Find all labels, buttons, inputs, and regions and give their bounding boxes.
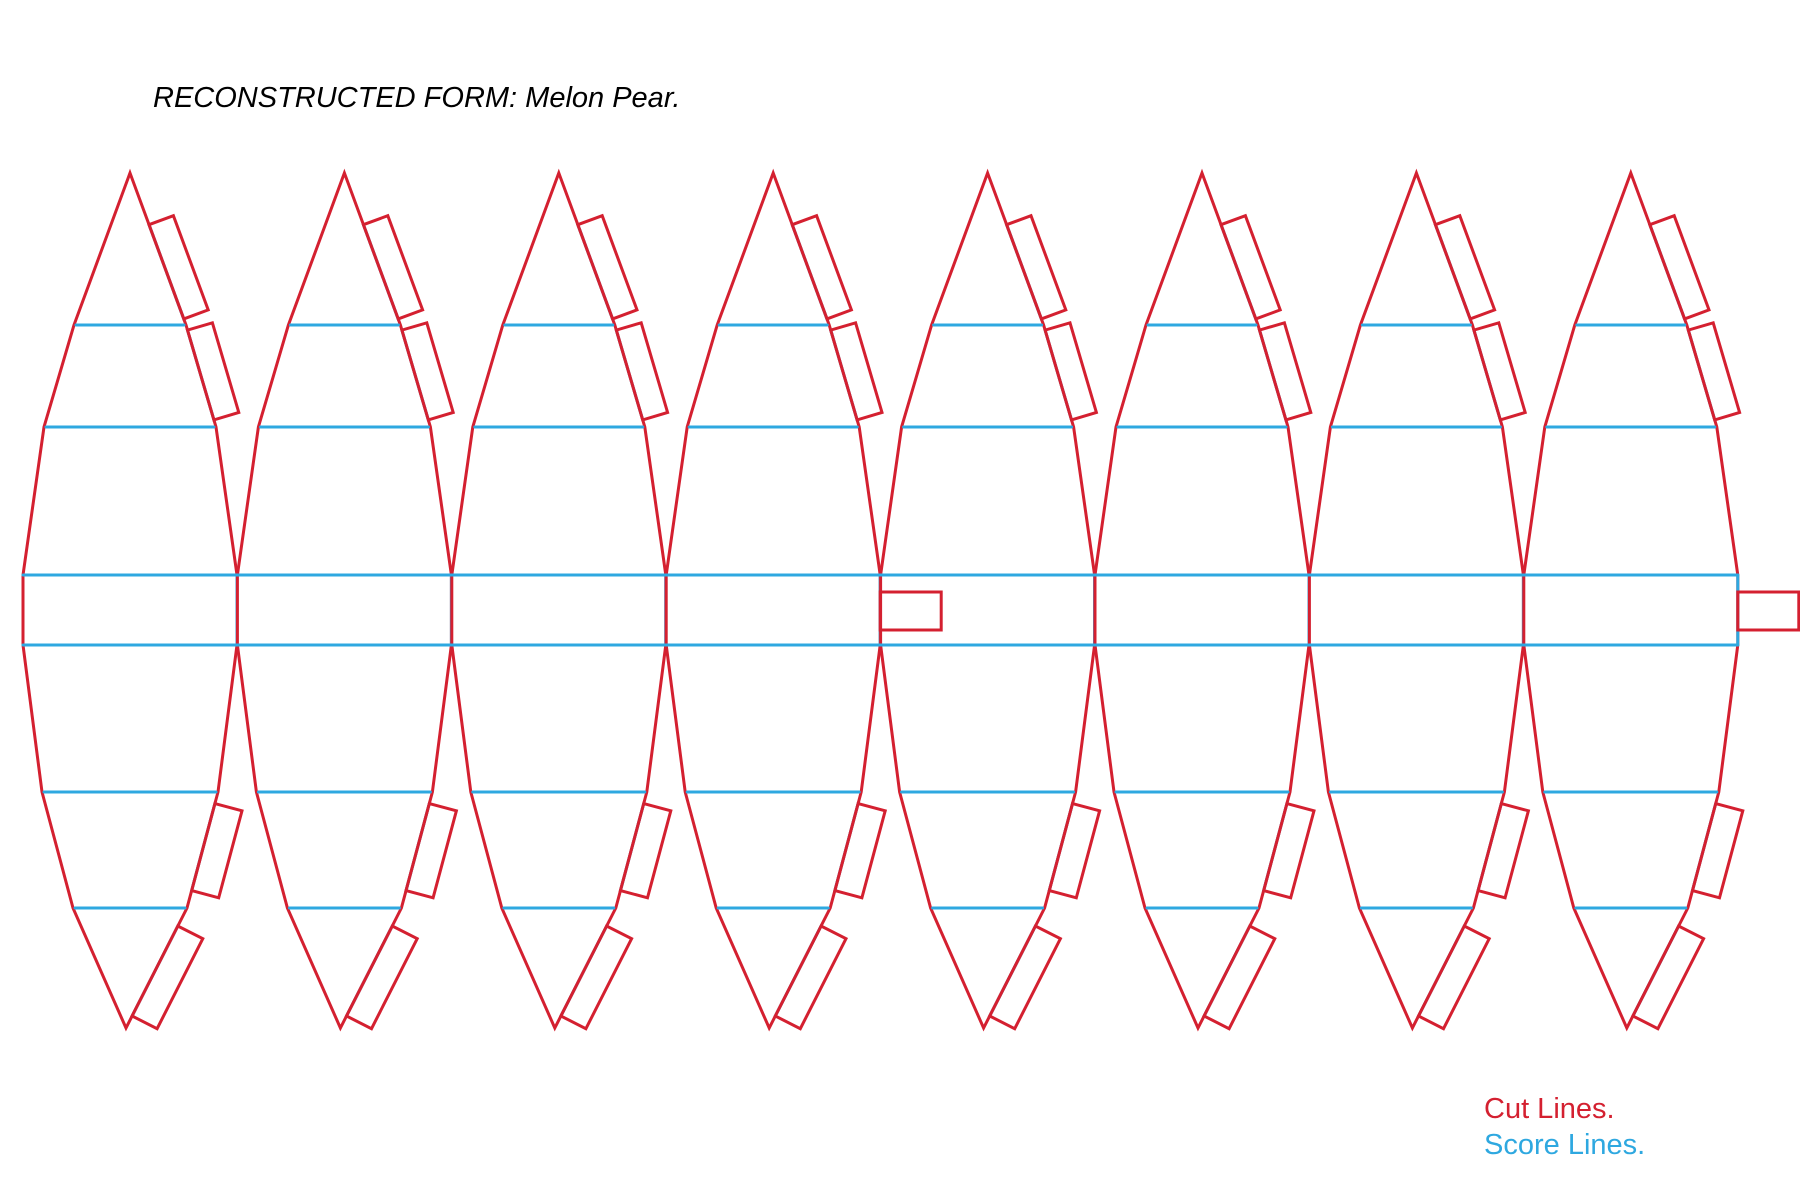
glue-tab xyxy=(400,320,456,422)
glue-tab xyxy=(1630,923,1706,1031)
glue-tab xyxy=(790,213,854,321)
glue-tab xyxy=(828,320,884,422)
band-glue-tab xyxy=(878,590,943,632)
gore-3 xyxy=(450,168,673,1032)
glue-tab xyxy=(614,320,670,422)
glue-tab xyxy=(618,801,673,900)
gore-8 xyxy=(1522,168,1745,1032)
gore-cut-outline xyxy=(21,168,239,1032)
legend-score-lines: Score Lines. xyxy=(1484,1129,1646,1161)
glue-tab xyxy=(1202,923,1277,1031)
glue-tab xyxy=(558,923,634,1031)
glue-tab xyxy=(1690,801,1745,900)
glue-tab xyxy=(361,213,425,321)
glue-tab xyxy=(1686,320,1742,422)
legend-cut-lines: Cut Lines. xyxy=(1484,1093,1615,1125)
glue-tab xyxy=(987,923,1063,1031)
glue-tab xyxy=(404,801,459,900)
glue-tab xyxy=(1433,213,1497,321)
glue-tab xyxy=(1047,801,1102,900)
gore-4 xyxy=(664,168,888,1032)
glue-tab xyxy=(1647,213,1711,321)
page-title: RECONSTRUCTED FORM: Melon Pear. xyxy=(153,82,680,115)
glue-tab xyxy=(1219,213,1283,321)
gore-1 xyxy=(21,168,244,1032)
glue-tab xyxy=(130,923,205,1031)
glue-tab xyxy=(833,801,888,900)
glue-tab xyxy=(1043,320,1099,422)
glue-tab xyxy=(773,923,849,1031)
glue-tab xyxy=(1004,213,1068,321)
glue-tab xyxy=(1472,320,1528,422)
gore-6 xyxy=(1093,168,1316,1032)
gore-cut-outline xyxy=(450,168,668,1032)
band-glue-tab xyxy=(1736,590,1800,632)
title-subject: Melon Pear. xyxy=(525,82,681,114)
glue-tab xyxy=(1261,801,1316,900)
glue-tab xyxy=(189,801,244,900)
glue-tab xyxy=(1257,320,1313,422)
gore-cut-outline xyxy=(1522,168,1740,1032)
glue-tab xyxy=(1416,923,1492,1031)
gore-cut-outline xyxy=(235,168,453,1032)
gore-cut-outline xyxy=(1307,168,1525,1032)
gore-cut-outline xyxy=(1093,168,1311,1032)
gore-5 xyxy=(879,168,1102,1032)
central-band xyxy=(21,573,1800,647)
glue-tab xyxy=(185,320,241,422)
glue-tab xyxy=(344,923,420,1031)
title-lead: RECONSTRUCTED FORM: xyxy=(153,82,518,114)
glue-tab xyxy=(575,213,639,321)
gore-cut-outline xyxy=(879,168,1097,1032)
gore-7 xyxy=(1307,168,1531,1032)
gore-cut-outline xyxy=(664,168,882,1032)
glue-tab xyxy=(1476,801,1531,900)
gore-2 xyxy=(235,168,459,1032)
glue-tab xyxy=(147,213,211,321)
